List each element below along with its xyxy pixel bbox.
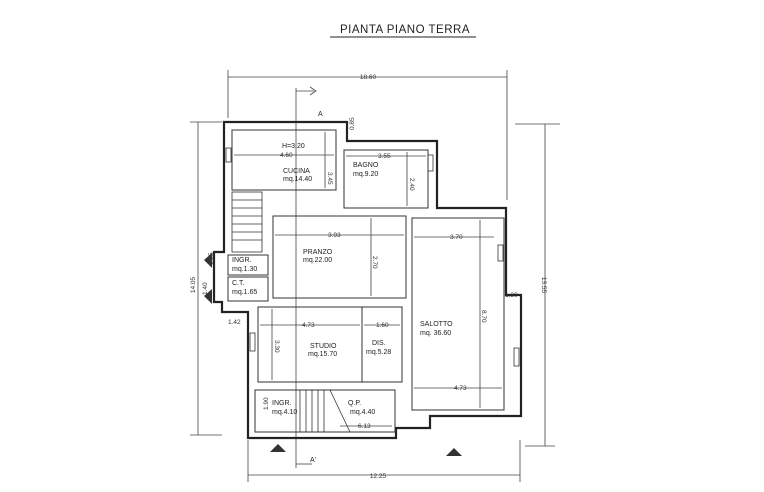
ct-area: mq.1.65 [232, 289, 257, 296]
cucina-area: mq.14.40 [283, 176, 312, 183]
room-cucina [231, 129, 337, 191]
dimension-bottom: 12.25 [247, 440, 521, 482]
dimension-right: 13.55 [515, 123, 560, 447]
salotto-area: mq. 36.60 [420, 330, 451, 337]
bagno-area: mq.9.20 [353, 171, 378, 178]
ct-label: C.T. [232, 280, 245, 287]
svg-text:4.73: 4.73 [302, 322, 315, 329]
ingr-lower-label: INGR. [272, 400, 292, 407]
qp-label: Q.P. [348, 400, 361, 407]
room-pranzo [272, 215, 407, 299]
stairs-lower [299, 389, 351, 433]
section-mark-bottom: A' [310, 457, 316, 464]
dis-area: mq.5.28 [366, 349, 391, 356]
svg-text:18.60: 18.60 [360, 74, 377, 81]
svg-text:3.70: 3.70 [450, 234, 463, 241]
room-salotto [411, 217, 505, 411]
pranzo-label: PRANZO [303, 249, 333, 256]
cucina-label: CUCINA [283, 168, 310, 175]
svg-text:8.70: 8.70 [480, 310, 487, 323]
svg-text:1.30: 1.30 [505, 292, 518, 299]
room-bagno [343, 149, 429, 209]
ingr-small-label: INGR. [232, 257, 252, 264]
ingr-lower-area: mq.4.10 [272, 409, 297, 416]
svg-text:1.60: 1.60 [376, 322, 389, 329]
svg-text:1.90: 1.90 [263, 397, 270, 410]
svg-text:3.55: 3.55 [378, 153, 391, 160]
internal-dimensions: 4.60 3.45 0.85 3.55 2.40 3.93 2.70 3.70 … [202, 117, 518, 430]
svg-text:2.40: 2.40 [408, 178, 415, 191]
svg-text:4.60: 4.60 [280, 152, 293, 159]
pranzo-area: mq.22.00 [303, 257, 332, 264]
stairs-upper [231, 191, 263, 253]
cucina-height: H=3.20 [282, 143, 305, 150]
dimension-left: 14.05 [190, 121, 222, 436]
ingr-small-area: mq.1.30 [232, 266, 257, 273]
svg-text:4.73: 4.73 [454, 385, 467, 392]
svg-text:3.45: 3.45 [326, 172, 333, 185]
svg-text:0.85: 0.85 [349, 117, 356, 130]
salotto-label: SALOTTO [420, 321, 453, 328]
svg-text:13.55: 13.55 [540, 277, 547, 294]
section-line: A A' [295, 86, 323, 468]
svg-text:14.05: 14.05 [190, 276, 197, 293]
entrance-arrow-icon [204, 253, 462, 456]
svg-text:3.30: 3.30 [273, 340, 280, 353]
room-ingresso-small [227, 254, 269, 276]
section-mark-top: A [318, 111, 323, 118]
windows [225, 147, 520, 367]
room-ingresso-qp [254, 389, 396, 433]
bagno-label: BAGNO [353, 162, 379, 169]
studio-label: STUDIO [310, 343, 337, 350]
svg-text:2.70: 2.70 [371, 256, 378, 269]
room-dis [361, 306, 403, 383]
studio-area: mq.15.70 [308, 351, 337, 358]
dimension-top: 18.60 [227, 70, 508, 200]
svg-text:1.42: 1.42 [228, 319, 241, 326]
dis-label: DIS. [372, 340, 386, 347]
svg-text:1.40: 1.40 [202, 282, 209, 295]
svg-text:3.93: 3.93 [328, 232, 341, 239]
plan-title: PIANTA PIANO TERRA [340, 24, 470, 36]
svg-text:12.25: 12.25 [370, 473, 387, 480]
room-ct [227, 276, 269, 302]
qp-area: mq.4.40 [350, 409, 375, 416]
svg-text:6.13: 6.13 [358, 423, 371, 430]
exterior-walls [212, 120, 523, 440]
svg-text:1.25: 1.25 [208, 252, 215, 265]
